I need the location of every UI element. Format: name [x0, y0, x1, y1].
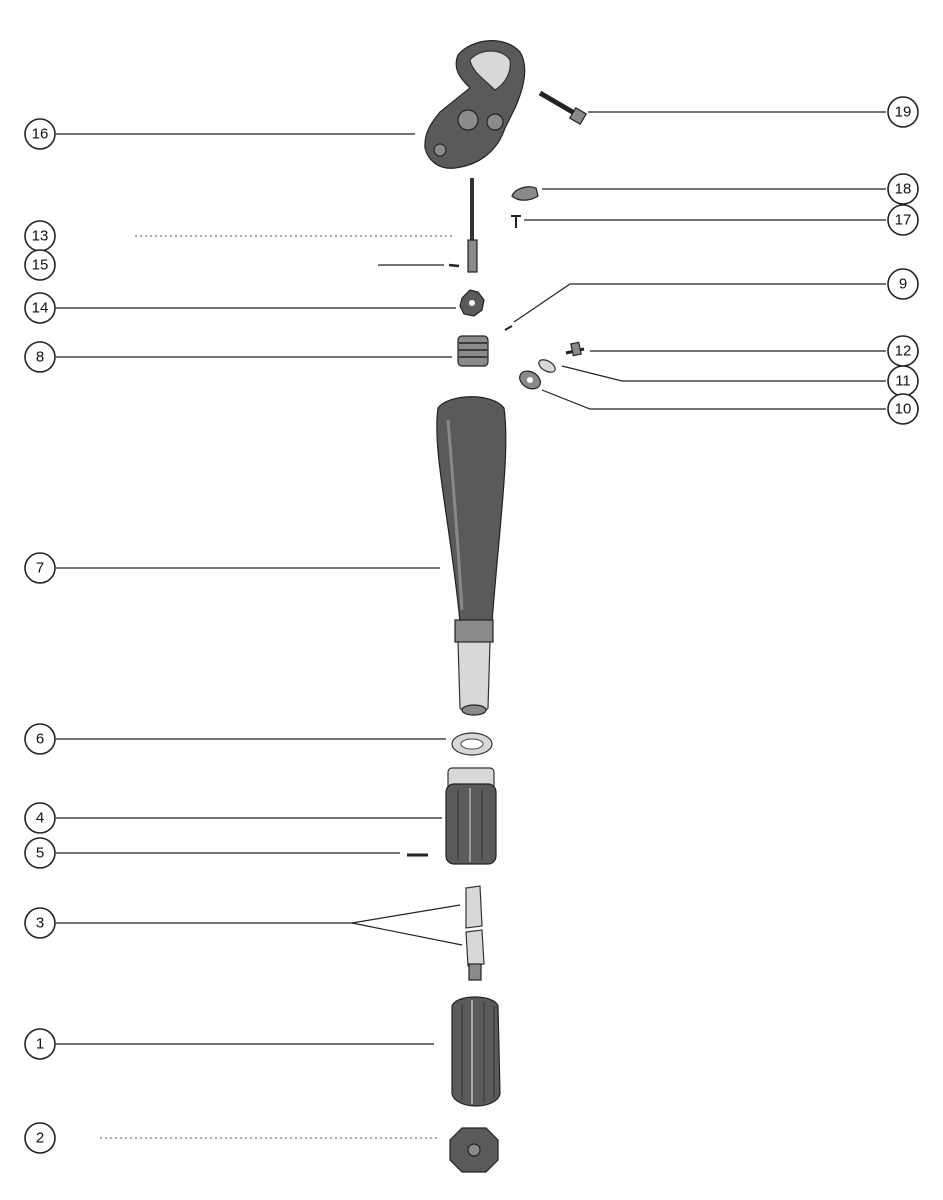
callout-8: 8 — [24, 341, 56, 373]
callout-11: 11 — [887, 365, 919, 397]
part-3-inserts — [465, 885, 485, 981]
callout-4: 4 — [24, 802, 56, 834]
callout-6: 6 — [24, 723, 56, 755]
part-6-ring — [451, 732, 493, 756]
part-11-washer — [538, 359, 556, 373]
part-13-shaft — [467, 178, 478, 273]
callout-label-8: 8 — [36, 349, 44, 366]
part-14-star-nut — [459, 289, 485, 317]
callout-17: 17 — [887, 204, 919, 236]
callout-label-6: 6 — [36, 731, 44, 748]
callout-14: 14 — [24, 292, 56, 324]
leader-lines — [56, 111, 886, 1139]
callout-12: 12 — [887, 335, 919, 367]
callout-19: 19 — [887, 96, 919, 128]
part-2-end-cap — [449, 1127, 499, 1173]
part-19-bolt — [538, 90, 588, 126]
callout-label-5: 5 — [36, 845, 44, 862]
callout-label-1: 1 — [36, 1036, 44, 1053]
callout-18: 18 — [887, 173, 919, 205]
callout-label-7: 7 — [36, 560, 44, 577]
callout-7: 7 — [24, 552, 56, 584]
callout-label-12: 12 — [895, 343, 912, 360]
callout-2: 2 — [24, 1122, 56, 1154]
callout-label-3: 3 — [36, 915, 44, 932]
callout-5: 5 — [24, 837, 56, 869]
part-10-nut — [519, 370, 541, 390]
callout-label-18: 18 — [895, 181, 912, 198]
callout-3: 3 — [24, 907, 56, 939]
part-9-pin — [504, 325, 513, 331]
callout-1: 1 — [24, 1028, 56, 1060]
callout-label-15: 15 — [32, 257, 49, 274]
part-7-tiller-handle — [436, 396, 507, 716]
part-15-pin — [448, 263, 460, 268]
callout-label-14: 14 — [32, 300, 49, 317]
callout-10: 10 — [887, 393, 919, 425]
callout-label-13: 13 — [32, 228, 49, 245]
callout-15: 15 — [24, 249, 56, 281]
part-4-sleeve — [445, 767, 497, 865]
callout-13: 13 — [24, 220, 56, 252]
callout-16: 16 — [24, 118, 56, 150]
callout-label-10: 10 — [895, 401, 912, 418]
part-16-handle-head — [424, 40, 526, 169]
callout-label-11: 11 — [895, 373, 911, 390]
callout-label-9: 9 — [899, 276, 907, 293]
callout-label-17: 17 — [895, 212, 912, 229]
part-8-bushing — [457, 335, 489, 367]
part-1-grip — [451, 996, 501, 1107]
part-18-clip — [511, 186, 539, 201]
callout-label-16: 16 — [32, 126, 49, 143]
callout-label-19: 19 — [895, 104, 912, 121]
callout-9: 9 — [887, 268, 919, 300]
callout-label-4: 4 — [36, 810, 44, 827]
part-12-screw — [565, 341, 585, 357]
callout-label-2: 2 — [36, 1130, 44, 1147]
part-17-screw — [511, 215, 521, 228]
